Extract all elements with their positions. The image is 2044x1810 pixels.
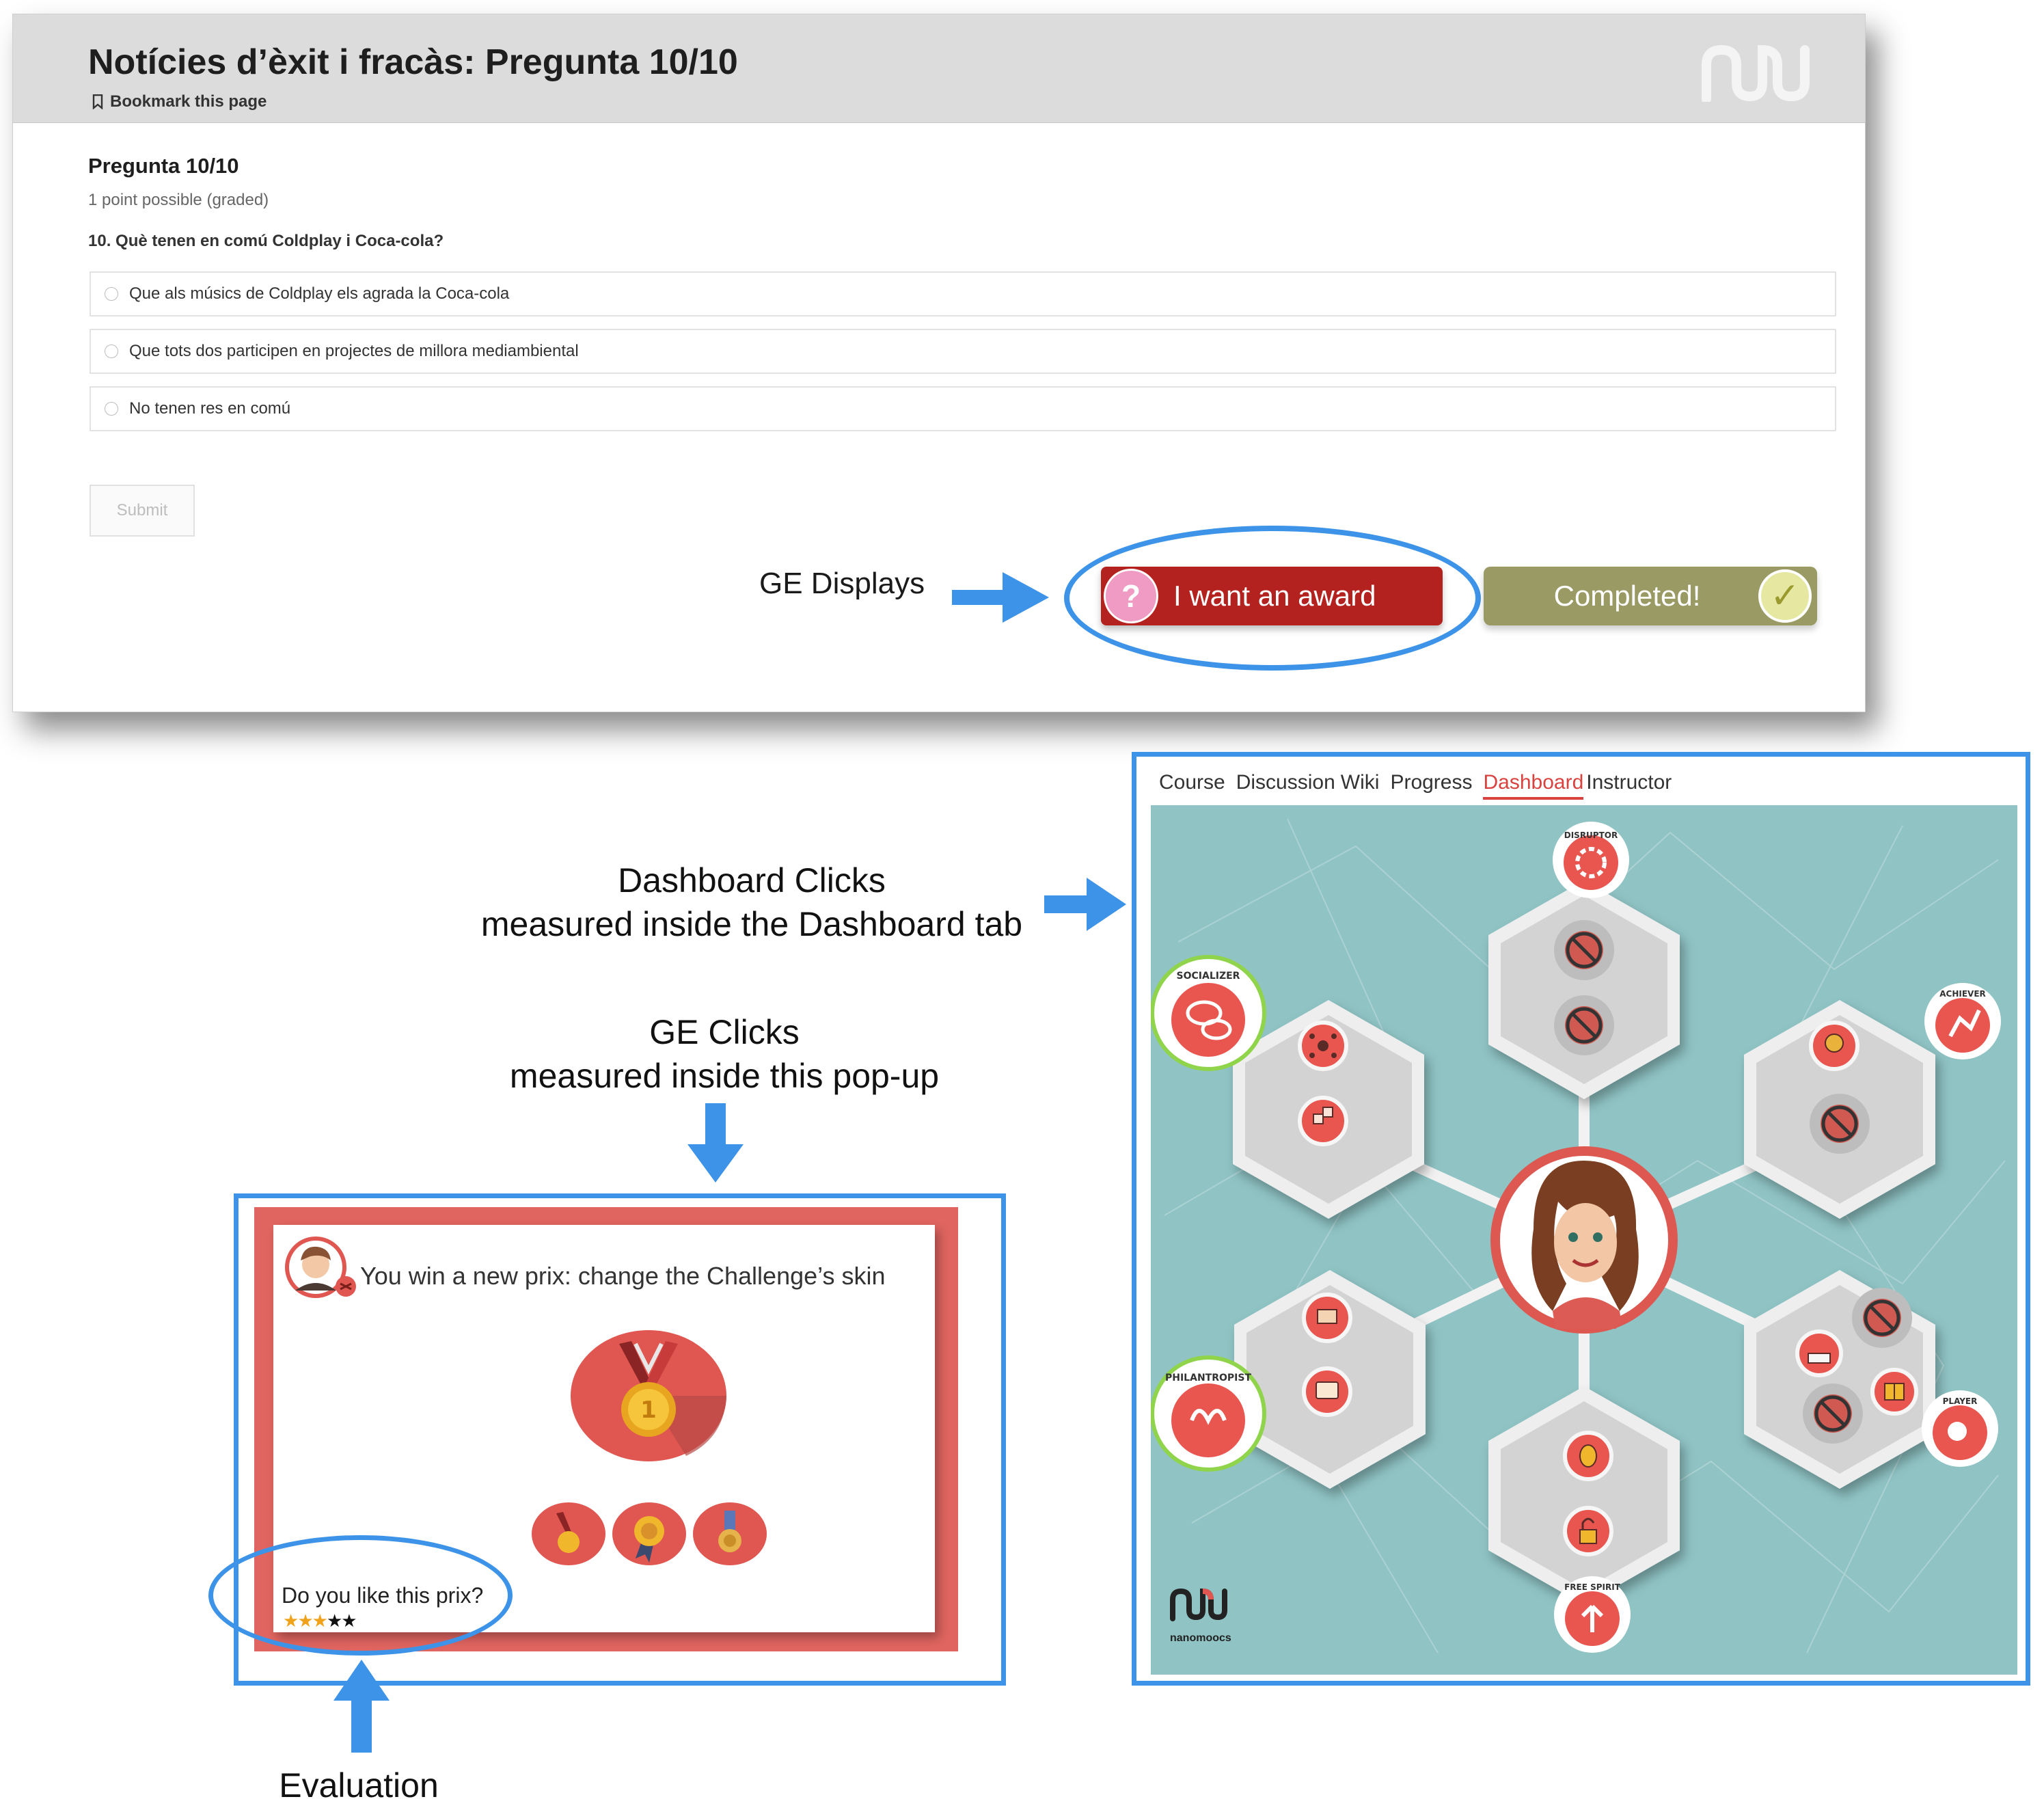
hexagon-tile[interactable] [1488, 880, 1680, 1099]
annotation-line: measured inside this pop-up [509, 1057, 940, 1095]
quiz-header [13, 14, 1865, 123]
message-board-icon[interactable] [1302, 1366, 1352, 1417]
philanthropist-label: PHILANTROPIST [1165, 1373, 1251, 1383]
medal-icon[interactable]: 1 [570, 1329, 727, 1465]
answer-option[interactable]: Que als músics de Coldplay els agrada la… [90, 271, 1836, 316]
ge-displays-annotation: GE Displays [759, 567, 925, 600]
annotation-line: Dashboard Clicks [618, 861, 886, 900]
podium-icon[interactable] [1795, 1329, 1843, 1377]
svg-text:1: 1 [640, 1396, 657, 1424]
submit-button[interactable]: Submit [90, 485, 195, 537]
nanomoocs-logo-text: nanomoocs [1170, 1632, 1231, 1644]
medal-ribbon-option-icon[interactable] [692, 1501, 768, 1567]
tab-discussion[interactable]: Discussion [1236, 771, 1335, 794]
bookmark-label: Bookmark this page [110, 92, 267, 111]
answer-option[interactable]: No tenen res en comú [90, 386, 1836, 431]
user-avatar[interactable] [1490, 1146, 1678, 1334]
annotation-line: GE Clicks [649, 1013, 800, 1051]
bookmark-icon [92, 94, 103, 109]
completed-button[interactable]: Completed! ✓ [1484, 567, 1817, 625]
locked-badge-icon[interactable] [1554, 920, 1614, 980]
locked-badge-icon[interactable] [1810, 1094, 1870, 1154]
bookmark-link[interactable]: Bookmark this page [92, 92, 267, 111]
locked-badge-icon[interactable] [1554, 995, 1614, 1055]
tab-wiki[interactable]: Wiki [1340, 771, 1380, 794]
radio-button[interactable] [105, 402, 118, 416]
tab-progress[interactable]: Progress [1390, 771, 1473, 794]
unlock-icon[interactable] [1563, 1506, 1613, 1556]
network-icon[interactable] [1298, 1021, 1348, 1071]
evaluation-annotation: Evaluation [279, 1766, 439, 1805]
option-label: Que tots dos participen en projectes de … [129, 342, 579, 360]
disruptor-badge[interactable]: DISRUPTOR [1553, 822, 1629, 898]
highlight-oval [208, 1535, 513, 1656]
achievement-medal-icon[interactable] [1809, 1021, 1859, 1071]
avatar-icon [285, 1237, 356, 1298]
tab-instructor[interactable]: Instructor [1586, 771, 1672, 794]
radio-button[interactable] [105, 345, 118, 358]
player-label: PLAYER [1943, 1396, 1978, 1406]
share-icon[interactable] [1298, 1096, 1348, 1146]
tab-course[interactable]: Course [1159, 771, 1225, 794]
arrow-right-icon [1044, 878, 1126, 931]
gift-hand-icon[interactable] [1302, 1293, 1352, 1343]
nanomoocs-logo-icon [1702, 44, 1810, 102]
easter-egg-icon[interactable] [1563, 1431, 1613, 1481]
tab-dashboard[interactable]: Dashboard [1483, 771, 1584, 800]
free-spirit-badge[interactable]: FREE SPIRIT [1554, 1576, 1631, 1653]
locked-badge-icon[interactable] [1803, 1383, 1863, 1444]
annotation-line: measured inside the Dashboard tab [480, 905, 1023, 943]
socializer-label: SOCIALIZER [1177, 971, 1240, 982]
achiever-badge[interactable]: ACHIEVER [1924, 983, 2001, 1059]
checkmark-icon: ✓ [1758, 569, 1812, 623]
course-nav: Course Discussion Wiki Progress Dashboar… [1159, 771, 1672, 800]
socializer-badge[interactable]: SOCIALIZER [1151, 955, 1266, 1071]
arrow-right-icon [952, 572, 1049, 623]
answer-option[interactable]: Que tots dos participen en projectes de … [90, 329, 1836, 374]
locked-badge-icon[interactable] [1852, 1288, 1912, 1348]
option-label: Que als músics de Coldplay els agrada la… [129, 284, 510, 303]
points-info: 1 point possible (graded) [88, 191, 269, 209]
philanthropist-badge[interactable]: PHILANTROPIST [1151, 1355, 1266, 1472]
rosette-option-icon[interactable] [611, 1501, 687, 1567]
achiever-label: ACHIEVER [1939, 989, 1986, 999]
option-label: No tenen res en comú [129, 399, 291, 418]
arrow-down-icon [687, 1103, 744, 1183]
question-heading: Pregunta 10/10 [88, 154, 239, 178]
free-spirit-label: FREE SPIRIT [1564, 1582, 1621, 1592]
ge-clicks-annotation: GE Clicks measured inside this pop-up [431, 1010, 1018, 1098]
hexagon-tile[interactable] [1488, 1386, 1680, 1605]
question-text: 10. Què tenen en comú Coldplay i Coca-co… [88, 232, 444, 250]
radio-button[interactable] [105, 287, 118, 301]
popup-message: You win a new prix: change the Challenge… [360, 1262, 886, 1290]
page-title: Notícies d’èxit i fracàs: Pregunta 10/10 [88, 42, 738, 82]
gift-icon[interactable] [1870, 1368, 1918, 1416]
disruptor-label: DISRUPTOR [1564, 830, 1618, 840]
quiz-window: Notícies d’èxit i fracàs: Pregunta 10/10… [12, 14, 1866, 712]
highlight-oval [1064, 526, 1481, 671]
dashboard-clicks-annotation: Dashboard Clicks measured inside the Das… [424, 859, 1080, 946]
dashboard-map: DISRUPTOR SOCIALIZER ACHIEVER PHILANTROP… [1151, 818, 2006, 1653]
player-badge[interactable]: PLAYER [1922, 1390, 1998, 1467]
nanomoocs-logo-icon [1170, 1591, 1225, 1621]
popup-highlight-frame [234, 1193, 1006, 1686]
completed-label: Completed! [1553, 580, 1701, 612]
medal-option-icon[interactable] [530, 1501, 607, 1567]
